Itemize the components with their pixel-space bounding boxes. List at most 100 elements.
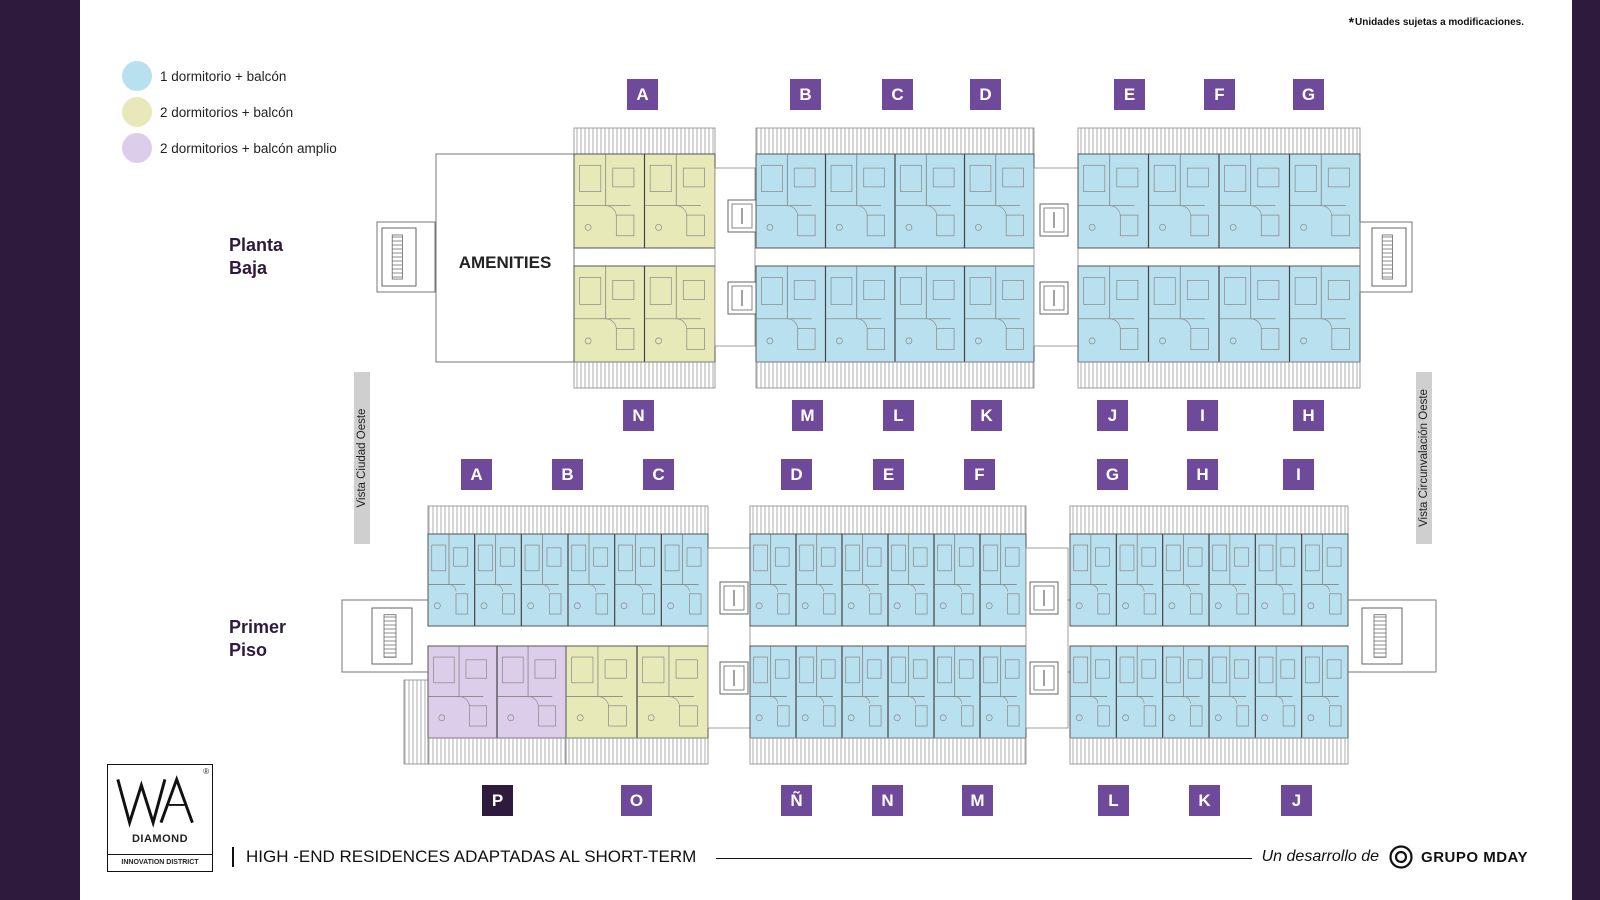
table-outline [866, 659, 882, 679]
registered-mark: ® [203, 767, 209, 776]
kitchen-outline [915, 593, 928, 615]
elevator-cab [1043, 285, 1065, 311]
fixture-outline [1159, 337, 1166, 345]
unit-tag-pp-bottom-6: K [1189, 785, 1220, 816]
bed-outline [969, 277, 992, 305]
door-swing [528, 696, 539, 707]
bed-outline [618, 544, 633, 572]
table-outline [820, 547, 836, 567]
door-swing [1322, 584, 1330, 592]
kitchen-outline [1331, 328, 1350, 350]
kitchen-outline [686, 328, 705, 350]
pb-units-ml [755, 265, 1035, 363]
door-swing [676, 318, 688, 330]
fixture-outline [620, 602, 628, 610]
table-outline [866, 547, 882, 567]
door-swing [862, 584, 870, 592]
door-swing [682, 584, 690, 592]
side-label-left: Vista Ciudad Oeste [354, 372, 370, 544]
kitchen-outline [1282, 705, 1296, 727]
door-swing [635, 584, 643, 592]
logo-subtitle: INNOVATION DISTRICT [108, 854, 212, 871]
fixture-outline [480, 602, 488, 610]
table-outline [546, 547, 562, 567]
table-outline [1326, 659, 1342, 679]
fixture-outline [438, 714, 446, 722]
tagline-separator [232, 847, 234, 867]
unit-tag-pb-top-6: G [1293, 79, 1324, 110]
fixture-outline [1214, 602, 1222, 610]
bed-outline [799, 544, 814, 572]
bed-outline [830, 164, 853, 192]
kitchen-outline [1260, 328, 1280, 350]
fixture-outline [766, 223, 774, 231]
amenities-room [435, 153, 575, 363]
bed-outline [524, 544, 540, 572]
kitchen-outline [642, 593, 655, 615]
table-outline [1186, 167, 1209, 188]
kitchen-outline [869, 593, 882, 615]
kitchen-outline [679, 705, 698, 727]
stair-flight [383, 614, 397, 658]
table-outline [863, 167, 885, 188]
table-outline [1116, 167, 1139, 188]
bed-outline [571, 656, 594, 684]
bed-outline [753, 656, 768, 684]
bed-outline [579, 164, 602, 192]
bed-outline [900, 164, 922, 192]
fixture-outline [939, 714, 947, 722]
kitchen-outline [1282, 593, 1296, 615]
title-primer-piso: Primer Piso [229, 617, 287, 660]
table-outline [682, 280, 705, 300]
door-swing [787, 318, 798, 330]
pp-units-ac [427, 533, 709, 627]
bed-outline [642, 656, 665, 684]
door-swing [816, 696, 824, 704]
kitchen-outline [1190, 214, 1209, 237]
kitchen-outline [686, 214, 705, 237]
table-outline [1002, 280, 1024, 300]
kitchen-outline [1143, 593, 1157, 615]
elevator-cab [1033, 665, 1055, 691]
unit-tag-pb-top-2: C [882, 79, 913, 110]
pb-balcony-eg [1077, 127, 1361, 155]
unit-tag-pp-top-6: G [1097, 459, 1128, 490]
kitchen-outline [961, 705, 974, 727]
kitchen-outline [797, 214, 816, 237]
right-sidebar-band [1572, 0, 1600, 900]
unit-tag-pb-bottom-2: L [883, 400, 914, 431]
bed-outline [1212, 544, 1227, 572]
table-outline [912, 547, 928, 567]
unit-tag-pb-top-1: B [790, 79, 821, 110]
pp-balcony-ac [427, 505, 709, 535]
fixture-outline [584, 223, 592, 231]
bed-outline [983, 544, 998, 572]
door-swing [668, 696, 680, 708]
kitchen-outline [915, 705, 928, 727]
fixture-outline [1122, 602, 1129, 610]
unit-tag-pb-bottom-3: K [971, 400, 1002, 431]
fixture-outline [527, 602, 535, 610]
unit-tag-pp-bottom-1: O [621, 785, 652, 816]
kitchen-outline [866, 214, 885, 237]
table-outline [958, 659, 974, 679]
door-swing [1229, 696, 1238, 704]
pb-unit-n [573, 265, 716, 363]
kitchen-outline [1190, 593, 1203, 615]
unit-tag-pp-top-4: E [873, 459, 904, 490]
bed-outline [478, 544, 493, 572]
fixture-outline [836, 337, 843, 345]
diamond-logo: ® DIAMOND INNOVATION DISTRICT [107, 764, 213, 872]
bed-outline [1224, 277, 1247, 305]
unit-tag-pb-bottom-5: I [1187, 400, 1218, 431]
fixture-outline [1168, 714, 1176, 722]
pp-units-df [749, 533, 1027, 627]
bed-outline [649, 277, 672, 305]
bed-outline [830, 277, 853, 305]
bed-outline [1224, 164, 1247, 192]
bed-outline [761, 277, 783, 305]
fixture-outline [1075, 714, 1083, 722]
door-swing [908, 696, 916, 704]
elevator-cab [723, 585, 745, 611]
table-outline [958, 547, 974, 567]
